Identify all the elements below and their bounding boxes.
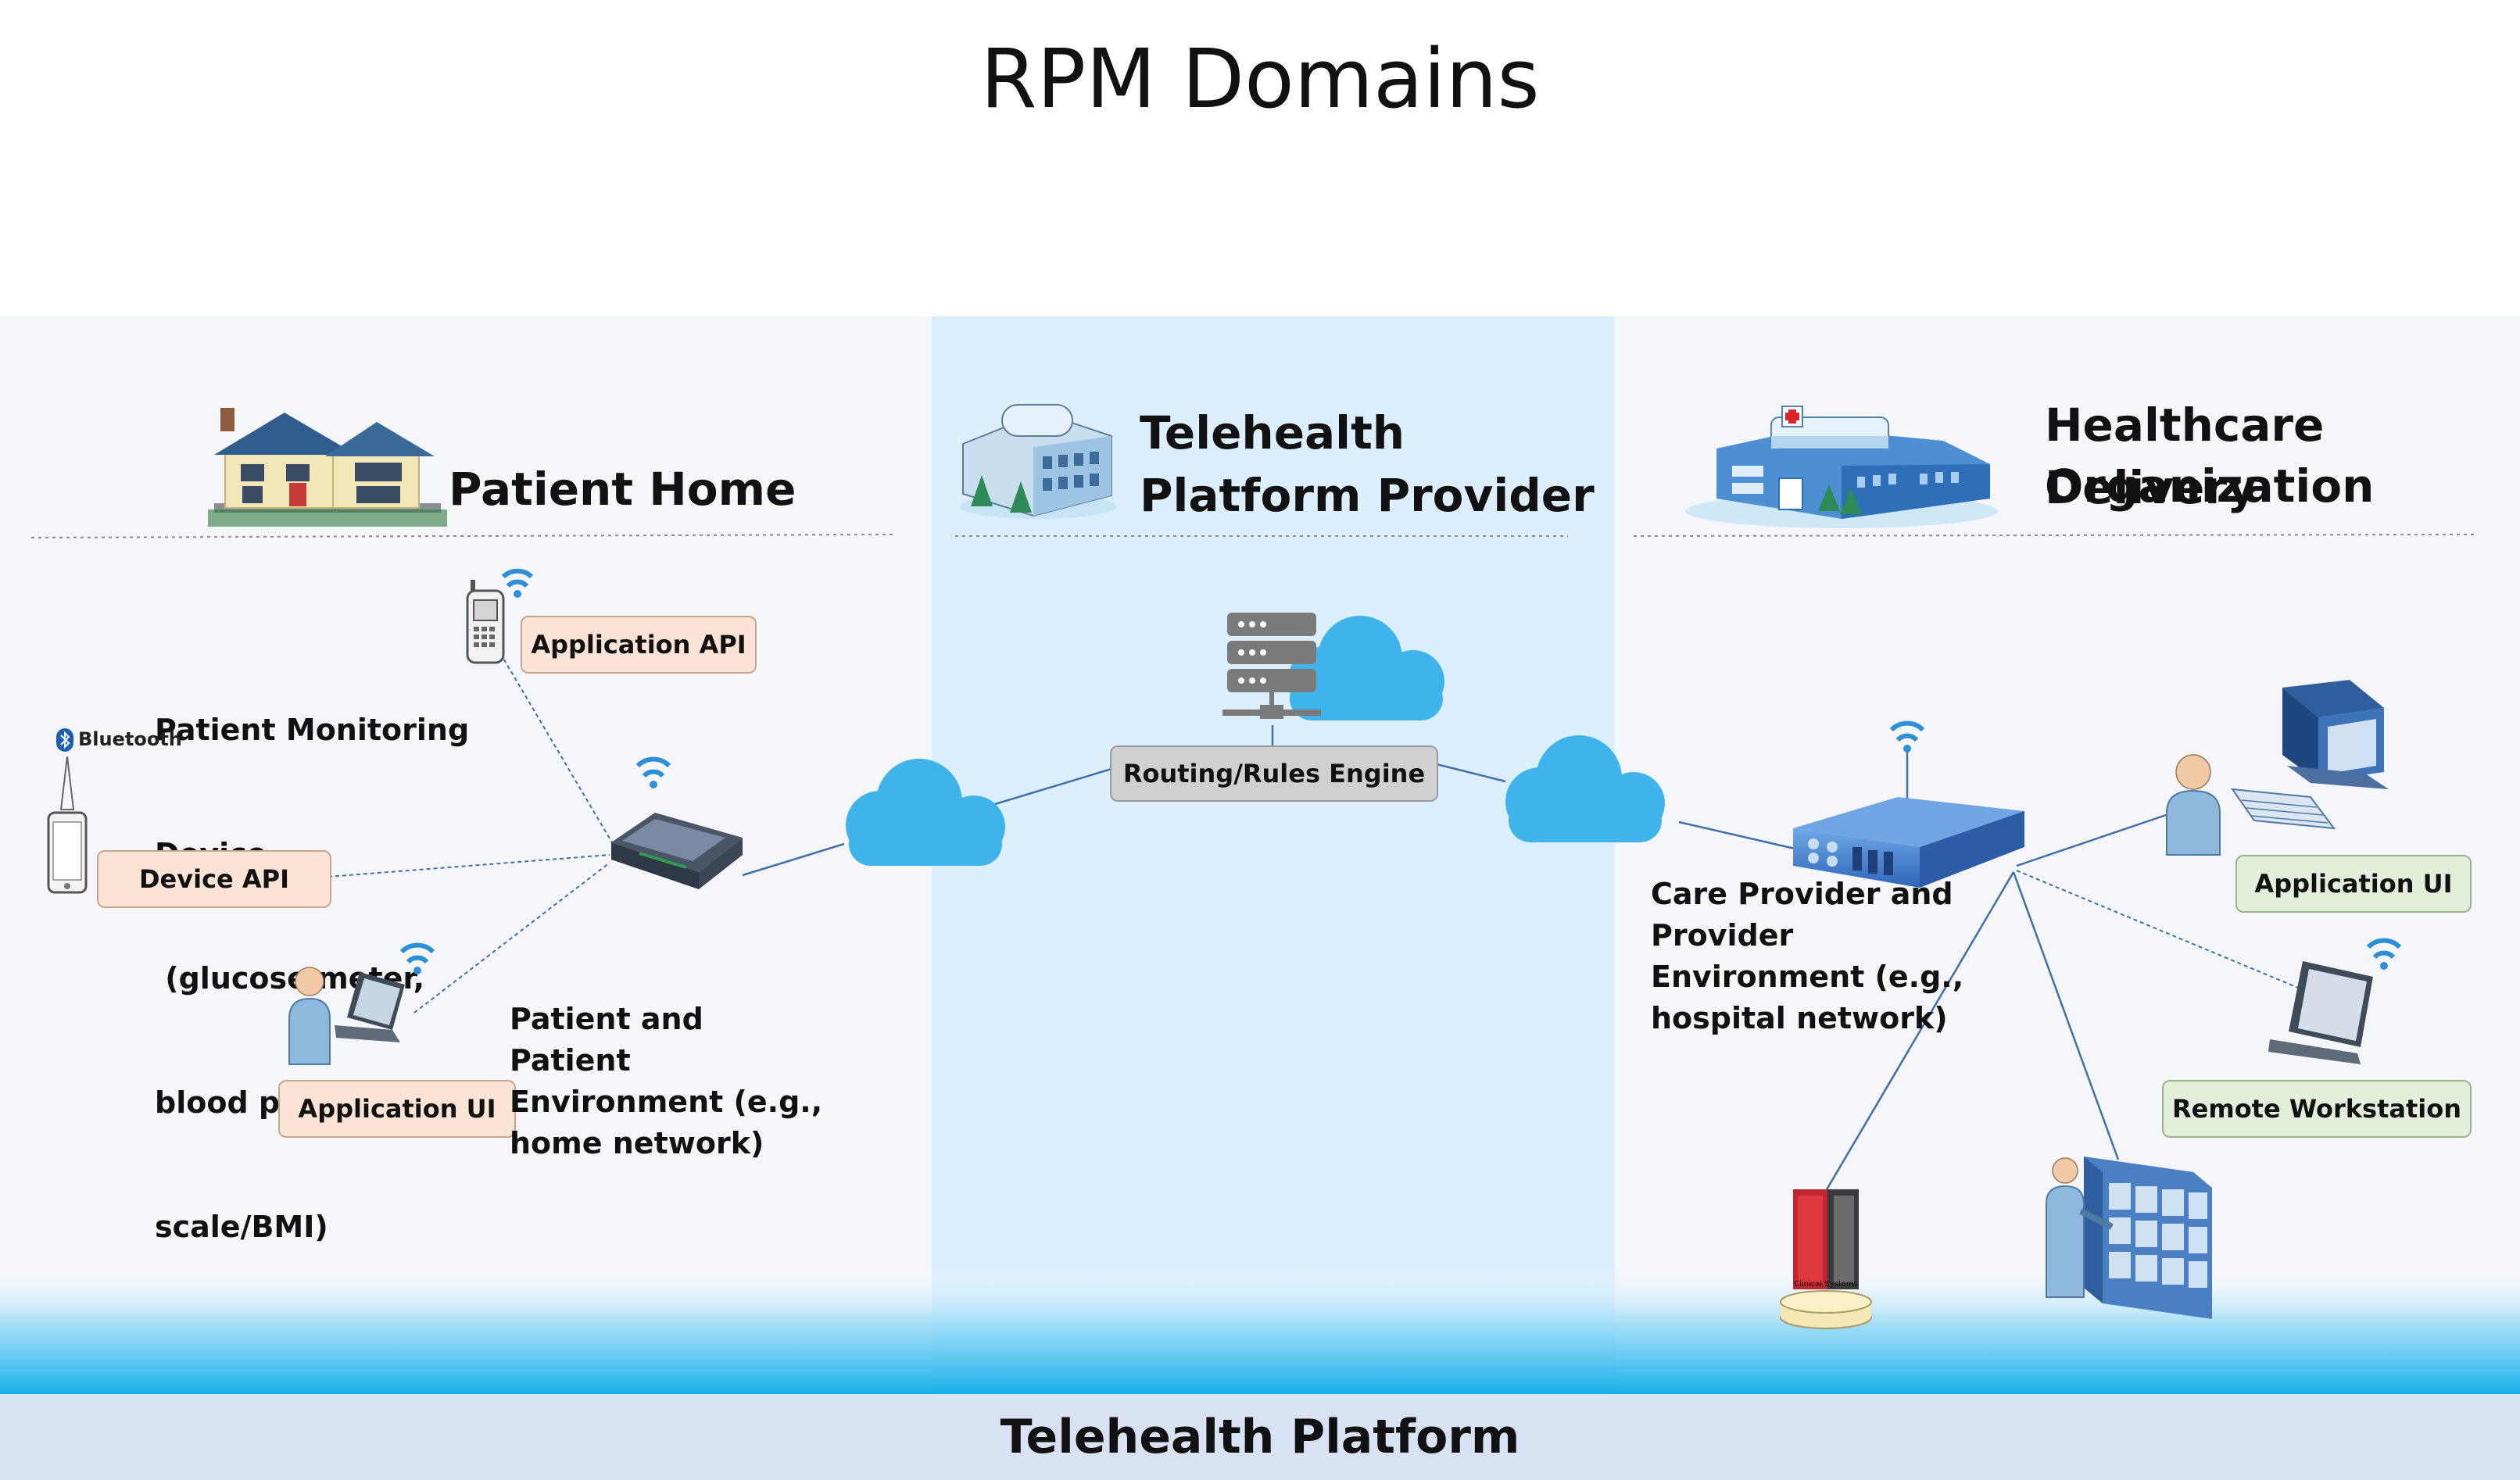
link-device-router bbox=[328, 854, 610, 878]
link-switch-desktop bbox=[2016, 811, 2174, 867]
home-environment-line: Patient and bbox=[510, 1002, 703, 1036]
bluetooth-label: Bluetooth bbox=[78, 728, 182, 750]
zone-title-hdo-line1: Healthcare Delivery bbox=[2045, 399, 2325, 514]
link-switch-clinical bbox=[1824, 871, 2015, 1192]
device-description-line: Patient Monitoring bbox=[155, 713, 470, 747]
link-cloud-switch bbox=[1678, 820, 1795, 850]
link-router-cloud bbox=[742, 842, 845, 877]
hdo-environment-line: hospital network) bbox=[1651, 1001, 1948, 1035]
datacenter-user-icon bbox=[2046, 1156, 2212, 1319]
application-ui-home-label: Application UI bbox=[278, 1080, 516, 1138]
laptop-icon bbox=[2268, 938, 2402, 1064]
phone-icon bbox=[466, 568, 534, 664]
application-api-label: Application API bbox=[521, 616, 757, 674]
hospital-icon bbox=[1685, 406, 1998, 528]
device-api-label: Device API bbox=[97, 850, 331, 908]
cloud-icon bbox=[846, 759, 1005, 866]
network-switch-icon bbox=[1793, 720, 2024, 888]
page-title: RPM Domains bbox=[980, 31, 1540, 127]
hdo-environment-description: Care Provider and Provider Environment (… bbox=[1651, 874, 1963, 1039]
clinical-systems-label: Clinical Systems bbox=[1794, 1280, 1858, 1289]
application-ui-hdo-label: Application UI bbox=[2235, 855, 2472, 913]
smartphone-icon bbox=[47, 756, 88, 894]
link-phone-router bbox=[499, 652, 618, 853]
zone-title-telehealth-line2: Platform Provider bbox=[1140, 469, 1595, 522]
house-icon bbox=[208, 408, 447, 527]
link-cloud-engine bbox=[976, 767, 1112, 811]
home-environment-line: Environment (e.g., bbox=[510, 1085, 823, 1119]
zone-title-telehealth-line1: Telehealth bbox=[1140, 406, 1405, 459]
home-environment-description: Patient and Patient Environment (e.g., h… bbox=[510, 999, 822, 1164]
home-environment-line: home network) bbox=[510, 1126, 764, 1160]
laptop-user-icon bbox=[288, 942, 435, 1065]
remote-workstation-label: Remote Workstation bbox=[2162, 1080, 2472, 1138]
cloud-icon bbox=[1505, 735, 1665, 842]
device-description-line: scale/BMI) bbox=[155, 1210, 328, 1244]
office-building-icon bbox=[960, 404, 1116, 519]
divider-home bbox=[30, 534, 893, 538]
hdo-environment-line: Environment (e.g., bbox=[1651, 960, 1964, 994]
cloud-icon bbox=[1288, 616, 1444, 720]
desktop-user-icon bbox=[2166, 680, 2389, 856]
server-stack-icon bbox=[1222, 613, 1321, 719]
zone-title-patient-home: Patient Home bbox=[449, 463, 796, 516]
clinical-server-icon: Clinical Systems bbox=[1780, 1189, 1872, 1329]
router-icon bbox=[611, 756, 743, 889]
footer-telehealth-platform: Telehealth Platform bbox=[0, 1394, 2520, 1480]
hdo-environment-line: Care Provider and bbox=[1651, 877, 1953, 911]
routing-rules-engine: Routing/Rules Engine bbox=[1110, 745, 1438, 802]
hdo-environment-line: Provider bbox=[1651, 918, 1794, 953]
bluetooth-icon bbox=[56, 728, 73, 752]
link-switch-datacenter bbox=[2012, 871, 2120, 1160]
home-environment-line: Patient bbox=[510, 1043, 631, 1078]
zone-title-hdo-line2: Organization bbox=[2045, 459, 2375, 513]
link-engine-cloud bbox=[1436, 763, 1506, 783]
link-laptop-router bbox=[413, 862, 610, 1013]
link-switch-laptop bbox=[2016, 870, 2299, 988]
